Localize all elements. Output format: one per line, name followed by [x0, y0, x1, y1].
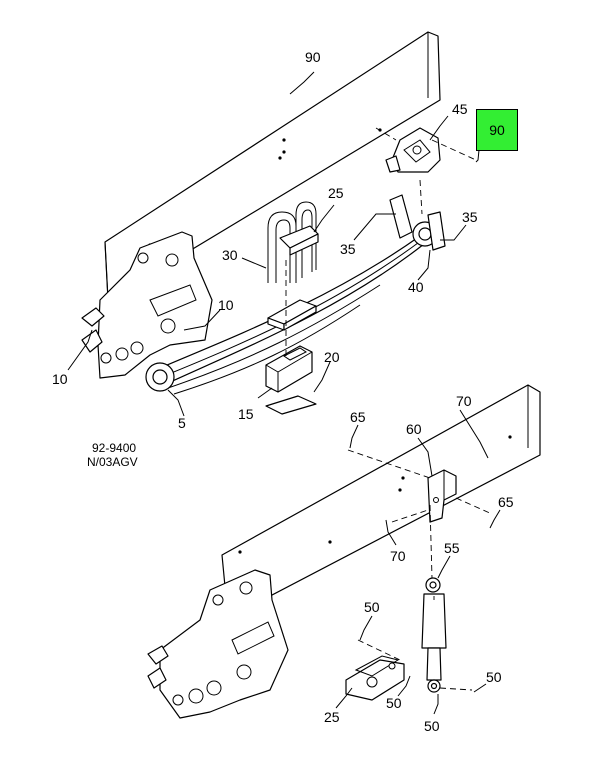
callout-90-top: 90 — [305, 49, 321, 65]
callout-5: 5 — [178, 415, 186, 431]
rear-spring-hanger — [385, 127, 441, 173]
callout-20: 20 — [324, 349, 340, 365]
callout-60: 60 — [406, 421, 422, 437]
highlighted-part-callout[interactable]: 90 — [476, 109, 518, 151]
callout-labels: 90 45 25 35 35 30 40 10 10 20 15 5 65 60… — [52, 49, 514, 734]
callout-50-top: 50 — [364, 599, 380, 615]
callout-10-right: 10 — [218, 297, 234, 313]
leader-lines — [67, 71, 501, 715]
callout-55: 55 — [444, 540, 460, 556]
lower-shock-mount — [345, 655, 405, 701]
u-bolts — [267, 201, 317, 283]
callout-30: 30 — [222, 247, 238, 263]
callout-25-bottom: 25 — [324, 709, 340, 725]
highlighted-part-number: 90 — [489, 122, 505, 138]
assembly-lines-upper — [285, 127, 477, 360]
reference-line-1: 92-9400 — [92, 441, 136, 455]
callout-25-top: 25 — [328, 185, 344, 201]
callout-65-top: 65 — [350, 409, 366, 425]
callout-40: 40 — [408, 279, 424, 295]
shock-absorber — [421, 577, 447, 693]
callout-70-bottom: 70 — [390, 548, 406, 564]
callout-50-bottom: 50 — [424, 718, 440, 734]
spacer-shim — [265, 395, 317, 415]
front-hanger-lower — [147, 569, 289, 719]
callout-50-right: 50 — [486, 669, 502, 685]
callout-10-left: 10 — [52, 371, 68, 387]
reference-line-2: N/03AGV — [87, 455, 138, 469]
shock-bracket-frame — [427, 469, 457, 523]
callout-35-right: 35 — [462, 209, 478, 225]
reference-code: 92-9400 N/03AGV — [87, 441, 138, 469]
callout-15: 15 — [238, 406, 254, 422]
callout-35-left: 35 — [340, 241, 356, 257]
spring-eye-bushing-front — [145, 362, 175, 392]
spring-seat-plate — [267, 299, 317, 331]
callout-65-right: 65 — [498, 494, 514, 510]
callout-70-top: 70 — [456, 393, 472, 409]
callout-45: 45 — [452, 101, 468, 117]
assembly-lines-lower — [347, 449, 493, 691]
callout-50-mid: 50 — [386, 695, 402, 711]
front-spring-hanger — [81, 231, 213, 379]
clamp-plate-top — [279, 225, 319, 256]
axle-spacer-block — [265, 345, 313, 393]
